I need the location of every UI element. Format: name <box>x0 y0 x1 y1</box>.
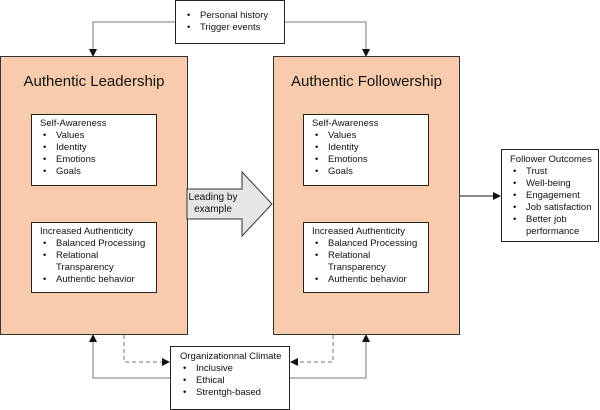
arrow-label-line1: Leading by <box>188 192 238 203</box>
authentic-followership-box: Authentic Followership <box>273 56 460 335</box>
organizational-climate-box: Organizationnal Climate InclusiveEthical… <box>170 346 290 410</box>
follower-authenticity-box: Increased Authenticity Balanced Processi… <box>303 222 429 293</box>
list-item: Engagement <box>510 190 598 202</box>
list-item: Balanced Processing <box>40 238 145 250</box>
leading-arrow-label: Leading by example <box>186 192 240 216</box>
heading: Follower Outcomes <box>510 154 592 165</box>
list-item: Trigger events <box>184 22 284 34</box>
leader-self-awareness-box: Self-Awareness ValuesIdentityEmotionsGoa… <box>31 114 157 186</box>
list-item: Strentgh-based <box>180 387 289 399</box>
authentic-leadership-box: Authentic Leadership <box>0 56 188 335</box>
heading: Increased Authenticity <box>40 226 133 237</box>
list-item: Relational Transparency <box>40 250 122 274</box>
list-item: Inclusive <box>180 363 289 375</box>
leader-authenticity-box: Increased Authenticity Balanced Processi… <box>31 222 157 293</box>
leader-title: Authentic Leadership <box>23 73 165 90</box>
heading: Organizationnal Climate <box>180 351 282 362</box>
list-item: Balanced Processing <box>312 238 417 250</box>
heading: Increased Authenticity <box>312 226 405 237</box>
dashed-follower-climate <box>290 335 334 366</box>
arrow-label-line2: example <box>194 204 232 215</box>
list-item: Trust <box>510 166 598 178</box>
follower-outcomes-box: Follower Outcomes TrustWell-beingEngagem… <box>501 149 599 242</box>
list-item: Job satisfaction <box>510 202 598 214</box>
list-item: Goals <box>40 166 156 178</box>
list-item: Goals <box>312 166 428 178</box>
list-item: Ethical <box>180 375 289 387</box>
list-item: Emotions <box>312 154 428 166</box>
list-item: Emotions <box>40 154 156 166</box>
list-item: Authentic behavior <box>40 274 135 286</box>
list-item: Identity <box>312 142 428 154</box>
list-item: Values <box>312 130 428 142</box>
connector-inputs-follower <box>284 21 370 57</box>
connector-inputs-leader <box>89 21 175 57</box>
list-item: Relational Transparency <box>312 250 394 274</box>
heading: Self-Awareness <box>312 118 379 129</box>
heading: Self-Awareness <box>40 118 107 129</box>
follower-title: Authentic Followership <box>291 73 442 90</box>
list-item: Personal history <box>184 10 284 22</box>
inputs-box: Personal historyTrigger events <box>175 0 285 44</box>
follower-self-awareness-box: Self-Awareness ValuesIdentityEmotionsGoa… <box>303 114 429 186</box>
list-item: Identity <box>40 142 156 154</box>
connector-climate-leader <box>89 334 170 379</box>
connector-climate-follower <box>290 334 370 379</box>
list-item: Authentic behavior <box>312 274 407 286</box>
list-item: Better job performance <box>510 214 586 238</box>
dashed-leader-climate <box>123 335 170 366</box>
list-item: Well-being <box>510 178 598 190</box>
list-item: Values <box>40 130 156 142</box>
